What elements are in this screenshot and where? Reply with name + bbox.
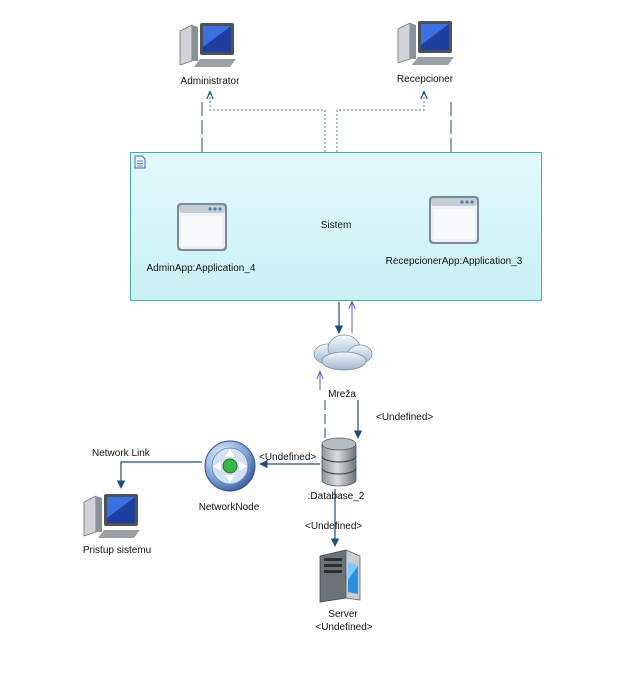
link-label-database-networknode: <Undefined> (259, 452, 317, 463)
network-node-icon[interactable] (203, 439, 257, 493)
computer-icon-administrator[interactable] (178, 21, 238, 71)
link-label-network-link: Network Link (92, 448, 150, 459)
node-label-sistem: Sistem (320, 220, 352, 231)
node-label-pristup: Pristup sistemu (82, 545, 152, 556)
database-icon[interactable] (319, 436, 359, 488)
computer-icon-recepcioner[interactable] (396, 19, 456, 69)
node-label-mreza: Mreža (328, 389, 356, 400)
node-label-recepcioner: Recepcioner (396, 74, 454, 85)
node-label-networknode: NetworkNode (198, 502, 260, 513)
app-label-admin: AdminApp:Application_4 (146, 263, 256, 274)
node-label-database: :Database_2 (307, 491, 365, 502)
link-label-database-server: <Undefined> (305, 521, 363, 532)
server-icon[interactable] (316, 546, 364, 604)
link-label-mreza-database: <Undefined> (376, 412, 434, 423)
node-stereotype-server: <Undefined> (315, 622, 373, 633)
node-label-administrator: Administrator (180, 76, 240, 87)
link-networknode-pristup[interactable] (116, 461, 202, 489)
computer-icon-pristup[interactable] (82, 492, 142, 542)
dependency-recepcioner[interactable] (336, 92, 424, 152)
node-label-server: Server (328, 609, 358, 620)
dependency-administrator[interactable] (210, 92, 326, 152)
app-label-recepcioner: RecepcionerApp:Application_3 (385, 256, 523, 267)
diagram-icon (134, 155, 146, 169)
application-window-icon-recepcioner[interactable] (428, 195, 480, 245)
application-window-icon-admin[interactable] (176, 202, 228, 252)
cloud-icon[interactable] (310, 328, 374, 374)
